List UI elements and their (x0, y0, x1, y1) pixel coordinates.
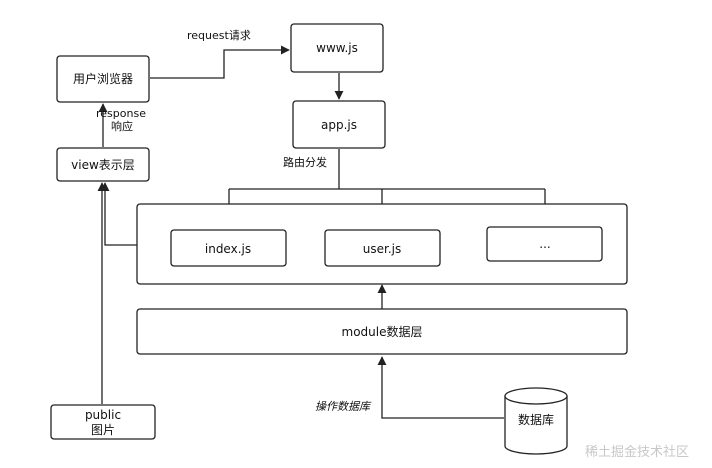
more-label: ... (539, 237, 550, 251)
app-node: app.js (292, 100, 386, 149)
www-label: www.js (316, 41, 358, 55)
user-node: user.js (324, 229, 441, 267)
response-label-line2: 响应 (111, 119, 133, 133)
view-label: view表示层 (71, 158, 135, 172)
db-to-module-edge (377, 356, 504, 419)
request-edge (150, 45, 290, 79)
user-label: user.js (363, 242, 401, 256)
www-node: www.js (290, 23, 384, 73)
request-label: request请求 (187, 29, 251, 42)
module-label: module数据层 (342, 324, 423, 339)
database-label: 数据库 (518, 412, 554, 427)
public-label-line2: 图片 (91, 423, 115, 437)
routing-label: 路由分发 (283, 155, 327, 169)
database-node: 数据库 (504, 387, 568, 455)
router-to-view-edge (100, 182, 137, 246)
view-node: view表示层 (56, 147, 150, 182)
watermark: 稀土掘金技术社区 (585, 444, 689, 460)
index-node: index.js (170, 229, 287, 267)
app-label: app.js (321, 118, 357, 132)
browser-node: 用户浏览器 (56, 55, 150, 103)
db-operation-label: 操作数据库 (315, 400, 372, 413)
index-label: index.js (205, 242, 251, 256)
response-label-line1: response (96, 107, 146, 120)
public-label-line1: public (85, 408, 121, 422)
more-node: ... (486, 226, 603, 262)
browser-label: 用户浏览器 (73, 71, 133, 86)
module-node: module数据层 (136, 308, 628, 355)
public-node: public 图片 (50, 404, 156, 440)
